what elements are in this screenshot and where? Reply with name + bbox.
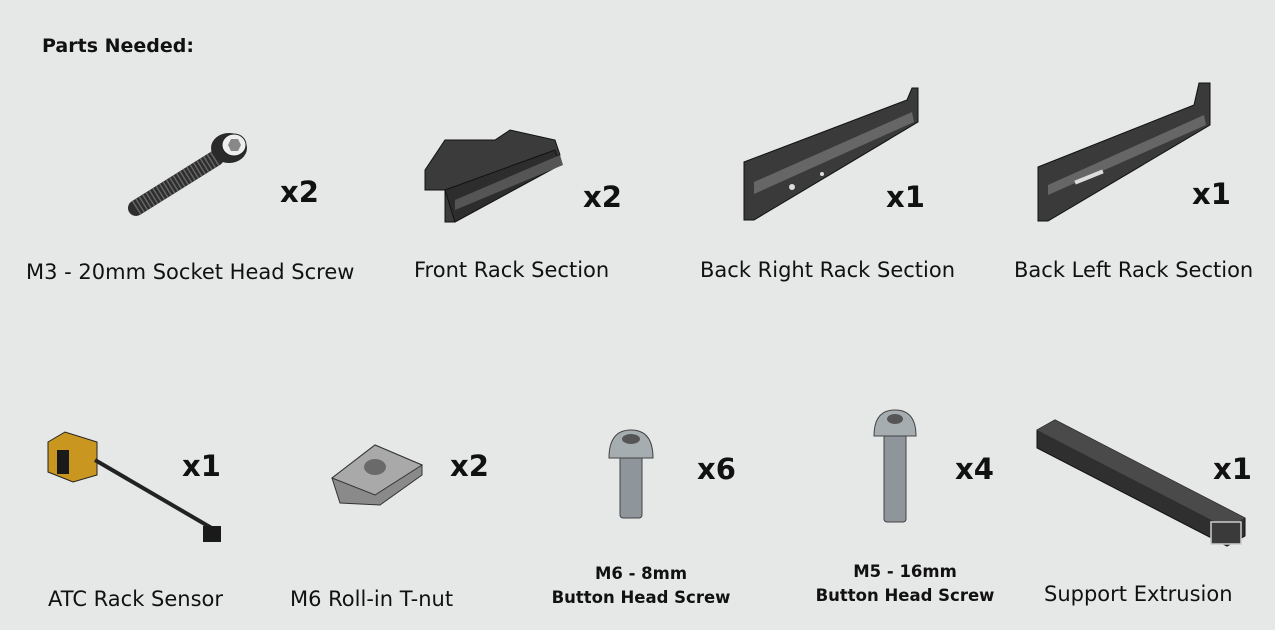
part-label: M6 - 8mm Button Head Screw <box>541 562 741 610</box>
socket-head-screw-image <box>128 133 247 216</box>
button-head-screw-image <box>873 409 917 523</box>
part-label-line1: M6 - 8mm <box>594 564 688 583</box>
part-label: Back Right Rack Section <box>700 258 956 282</box>
quantity: x1 <box>1213 452 1252 486</box>
support-extrusion-image <box>1036 419 1246 547</box>
quantity: x2 <box>583 180 622 214</box>
part-label: ATC Rack Sensor <box>48 587 224 611</box>
quantity: x1 <box>1192 177 1231 211</box>
quantity: x4 <box>955 452 994 486</box>
back-right-rack-section-image <box>743 87 919 221</box>
part-label: Back Left Rack Section <box>1014 258 1254 282</box>
part-label-line2: Button Head Screw <box>551 588 731 607</box>
atc-rack-sensor-image <box>47 431 221 542</box>
quantity: x6 <box>697 452 736 486</box>
part-label: M5 - 16mm Button Head Screw <box>805 560 1005 608</box>
part-label: M6 Roll-in T-nut <box>290 587 454 611</box>
part-label-line2: Button Head Screw <box>815 586 995 605</box>
quantity: x1 <box>182 449 221 483</box>
part-label: Support Extrusion <box>1044 582 1233 606</box>
quantity: x1 <box>886 180 925 214</box>
part-label: Front Rack Section <box>414 258 610 282</box>
quantity: x2 <box>280 175 319 209</box>
part-label: M3 - 20mm Socket Head Screw <box>26 260 355 284</box>
button-head-screw-image <box>608 429 654 519</box>
page-title: Parts Needed: <box>42 35 194 57</box>
back-left-rack-section-image <box>1037 82 1211 222</box>
front-rack-section-image <box>424 129 563 223</box>
t-nut-image <box>330 444 424 506</box>
part-label-line1: M5 - 16mm <box>853 562 957 581</box>
quantity: x2 <box>450 449 489 483</box>
